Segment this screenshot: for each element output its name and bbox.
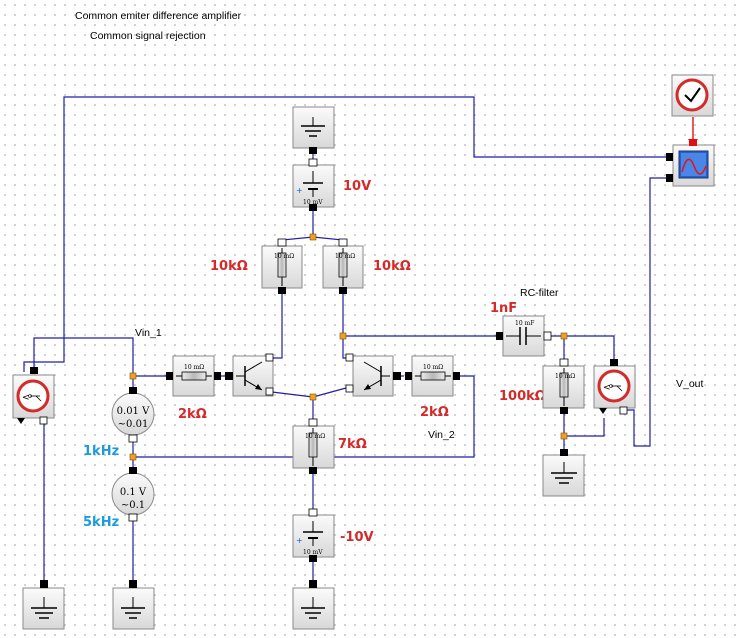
svg-text:+: +: [296, 536, 303, 545]
resistor-filter-label: 10 mΩ: [555, 373, 575, 380]
battery-negative[interactable]: + 10 mV: [292, 508, 335, 562]
source-diff-amplitude: 0.01 V: [117, 406, 150, 417]
npn-transistor-left[interactable]: [225, 353, 274, 397]
resistor-collector-right-label: 10 mΩ: [335, 253, 355, 260]
value-rc-right: 10kΩ: [373, 259, 411, 274]
resistor-base-left[interactable]: 10 mΩ: [166, 355, 221, 397]
sine-source-common[interactable]: 0.1 V ~0.1: [111, 467, 155, 522]
source-diff-wave: ~0.01: [118, 419, 149, 430]
ground-top[interactable]: [292, 106, 335, 154]
resistor-collector-left-label: 10 mΩ: [274, 253, 294, 260]
battery-positive[interactable]: + 10 mV: [292, 158, 335, 211]
ground-output[interactable]: [542, 449, 585, 497]
resistor-base-right-label: 10 mΩ: [423, 364, 443, 371]
ground-left[interactable]: [22, 580, 65, 630]
scope-block[interactable]: [666, 140, 715, 187]
clock-block[interactable]: [671, 74, 714, 117]
junction-nodes: [129, 233, 568, 461]
battery-positive-label: 10 mV: [303, 199, 323, 206]
label-vin-2: Vin_2: [428, 429, 455, 441]
ground-bottom[interactable]: [292, 580, 335, 630]
capacitor-filter[interactable]: 10 mF: [496, 315, 552, 357]
value-supply-positive: 10V: [343, 179, 371, 194]
value-rc-left: 10kΩ: [210, 259, 248, 274]
voltage-sensor-input[interactable]: <: [12, 367, 55, 425]
ground-source[interactable]: [112, 580, 155, 630]
svg-text:<: <: [603, 383, 611, 393]
voltage-sensor-output[interactable]: <: [593, 359, 636, 415]
resistor-emitter[interactable]: 10 mΩ: [292, 418, 335, 474]
value-rb-right: 2kΩ: [420, 405, 449, 420]
resistor-base-left-label: 10 mΩ: [184, 364, 204, 371]
battery-negative-label: 10 mV: [303, 549, 323, 556]
value-f-diff: 1kHz: [83, 444, 119, 459]
svg-text:<: <: [22, 393, 30, 403]
value-supply-negative: -10V: [340, 530, 374, 545]
resistor-collector-right[interactable]: 10 mΩ: [322, 238, 364, 294]
sine-source-differential[interactable]: 0.01 V ~0.01: [111, 387, 155, 443]
label-rc-filter: RC-filter: [520, 287, 559, 299]
svg-text:+: +: [296, 186, 303, 195]
resistor-emitter-label: 10 mΩ: [305, 433, 325, 440]
capacitor-filter-label: 10 mF: [515, 320, 534, 327]
source-common-amplitude: 0.1 V: [120, 487, 147, 498]
value-r-filter: 100kΩ: [499, 389, 546, 404]
label-v-out: V_out: [676, 378, 704, 390]
resistor-collector-left[interactable]: 10 mΩ: [261, 238, 303, 294]
resistor-base-right[interactable]: 10 mΩ: [405, 355, 460, 397]
source-common-wave: ~0.1: [121, 500, 145, 511]
value-f-common: 5kHz: [83, 515, 119, 530]
diagram-title: Common emiter difference amplifier: [75, 10, 242, 22]
label-vin-1: Vin_1: [135, 327, 162, 339]
resistor-filter[interactable]: 10 mΩ: [542, 358, 585, 414]
diagram-subtitle: Common signal rejection: [90, 30, 206, 42]
npn-transistor-right[interactable]: [345, 353, 401, 397]
value-rb-left: 2kΩ: [178, 407, 207, 422]
value-c-filter: 1nF: [490, 301, 517, 316]
value-re: 7kΩ: [338, 437, 367, 452]
